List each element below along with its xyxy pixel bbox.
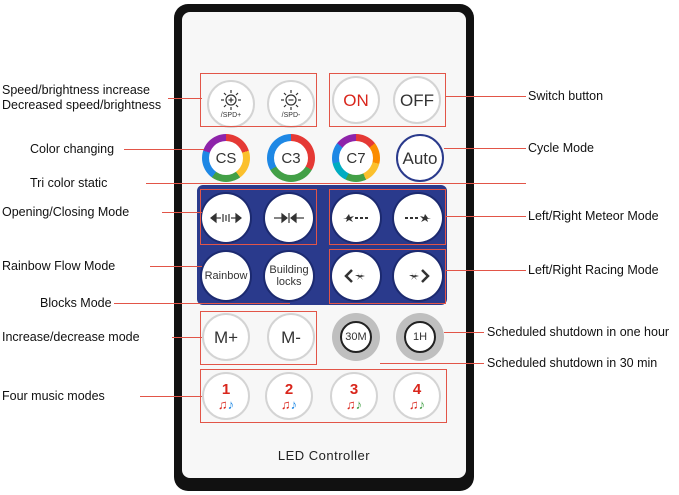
- label-inc-dec: Increase/decrease mode: [2, 330, 140, 344]
- auto-label: Auto: [402, 148, 438, 168]
- label-music: Four music modes: [2, 389, 105, 403]
- blocks-label-line2: locks: [276, 275, 302, 288]
- music-4-number: 4: [412, 380, 422, 398]
- closing-mode-button[interactable]: [265, 194, 313, 242]
- remote-title: LED Controller: [277, 448, 371, 463]
- t1h-label: 1H: [404, 321, 436, 353]
- on-button[interactable]: ON: [332, 76, 380, 124]
- callout-line-music: [140, 396, 202, 397]
- label-cycle: Cycle Mode: [528, 141, 594, 155]
- callout-line-color: [124, 149, 204, 150]
- timer-1h-button[interactable]: 1H: [396, 313, 444, 361]
- music-mode-1-button[interactable]: 1 ♫♪: [202, 372, 250, 420]
- cs-button[interactable]: CS: [202, 134, 250, 182]
- left-racing-button[interactable]: [332, 252, 380, 300]
- sun-plus-icon: [221, 90, 241, 110]
- cs-label: CS: [209, 141, 243, 175]
- sun-minus-icon: [281, 90, 301, 110]
- left-meteor-button[interactable]: [332, 194, 380, 242]
- label-meteor: Left/Right Meteor Mode: [528, 209, 659, 223]
- arrows-close-icon: [274, 212, 304, 224]
- callout-line-racing: [446, 270, 526, 271]
- blocks-mode-button[interactable]: Building locks: [265, 252, 313, 300]
- callout-line-open-close: [162, 212, 202, 213]
- music-note-icon: ♫♪: [345, 396, 363, 412]
- speed-decrease-button[interactable]: /SPD-: [267, 80, 315, 128]
- callout-line-rainbow: [150, 266, 202, 267]
- label-switch: Switch button: [528, 89, 604, 103]
- label-speed-increase: Speed/brightness increase: [2, 83, 151, 97]
- callout-line-speed: [168, 98, 202, 99]
- m-plus-label: M+: [213, 327, 239, 347]
- music-2-number: 2: [284, 380, 294, 398]
- music-3-number: 3: [349, 380, 359, 398]
- callout-line-cycle: [444, 148, 526, 149]
- callout-line-meteor: [446, 216, 526, 217]
- off-button[interactable]: OFF: [393, 76, 441, 124]
- opening-mode-button[interactable]: [202, 194, 250, 242]
- meteor-right-icon: [405, 214, 431, 222]
- auto-button[interactable]: Auto: [396, 134, 444, 182]
- speed-group-box: [200, 73, 317, 127]
- on-label: ON: [343, 90, 369, 110]
- label-blocks: Blocks Mode: [40, 296, 112, 310]
- rainbow-label: Rainbow: [204, 269, 248, 282]
- c3-label: C3: [274, 141, 308, 175]
- meteor-group-box: [329, 189, 446, 245]
- callout-line-30m: [380, 363, 484, 364]
- label-shutdown-30: Scheduled shutdown in 30 min: [487, 356, 658, 370]
- music-mode-4-button[interactable]: 4 ♫♪: [393, 372, 441, 420]
- m-plus-button[interactable]: M+: [202, 313, 250, 361]
- speed-increase-button[interactable]: /SPD+: [207, 80, 255, 128]
- c7-label: C7: [339, 141, 373, 175]
- label-tri-static: Tri color static: [30, 176, 108, 190]
- label-shutdown-1h: Scheduled shutdown in one hour: [487, 325, 670, 339]
- racing-right-icon: [409, 269, 430, 283]
- music-mode-2-button[interactable]: 2 ♫♪: [265, 372, 313, 420]
- label-rainbow-flow: Rainbow Flow Mode: [2, 259, 116, 273]
- music-1-number: 1: [221, 380, 231, 398]
- t30-label: 30M: [340, 321, 372, 353]
- music-note-icon: ♫♪: [280, 396, 298, 412]
- spd-plus-label: /SPD+: [220, 112, 242, 119]
- right-racing-button[interactable]: [394, 252, 442, 300]
- right-meteor-button[interactable]: [394, 194, 442, 242]
- inc-dec-group-box: [200, 311, 317, 365]
- callout-line-blocks: [114, 303, 290, 304]
- callout-line-1h: [444, 332, 484, 333]
- label-open-close: Opening/Closing Mode: [2, 205, 130, 219]
- rainbow-flow-button[interactable]: Rainbow: [202, 252, 250, 300]
- callout-line-switch: [446, 96, 526, 97]
- switch-group-box: [329, 73, 446, 127]
- music-note-icon: ♫♪: [408, 396, 426, 412]
- c7-button[interactable]: C7: [332, 134, 380, 182]
- music-group-box: [200, 369, 447, 423]
- label-color-changing: Color changing: [30, 142, 115, 156]
- music-mode-3-button[interactable]: 3 ♫♪: [330, 372, 378, 420]
- timer-30m-button[interactable]: 30M: [332, 313, 380, 361]
- blocks-label-line1: Building: [269, 263, 309, 276]
- callout-line-tri: [146, 183, 526, 184]
- m-minus-label: M-: [281, 327, 301, 347]
- m-minus-button[interactable]: M-: [267, 313, 315, 361]
- arrows-open-icon: [210, 212, 242, 224]
- c3-button[interactable]: C3: [267, 134, 315, 182]
- racing-left-icon: [344, 269, 365, 283]
- meteor-left-icon: [343, 214, 368, 222]
- spd-minus-label: /SPD-: [281, 112, 301, 119]
- racing-group-box: [329, 249, 446, 304]
- label-speed-decrease: Decreased speed/brightness: [2, 98, 162, 112]
- open-close-group-box: [200, 189, 317, 245]
- label-racing: Left/Right Racing Mode: [528, 263, 659, 277]
- off-label: OFF: [400, 90, 434, 110]
- music-note-icon: ♫♪: [217, 396, 235, 412]
- callout-line-inc-dec: [172, 337, 202, 338]
